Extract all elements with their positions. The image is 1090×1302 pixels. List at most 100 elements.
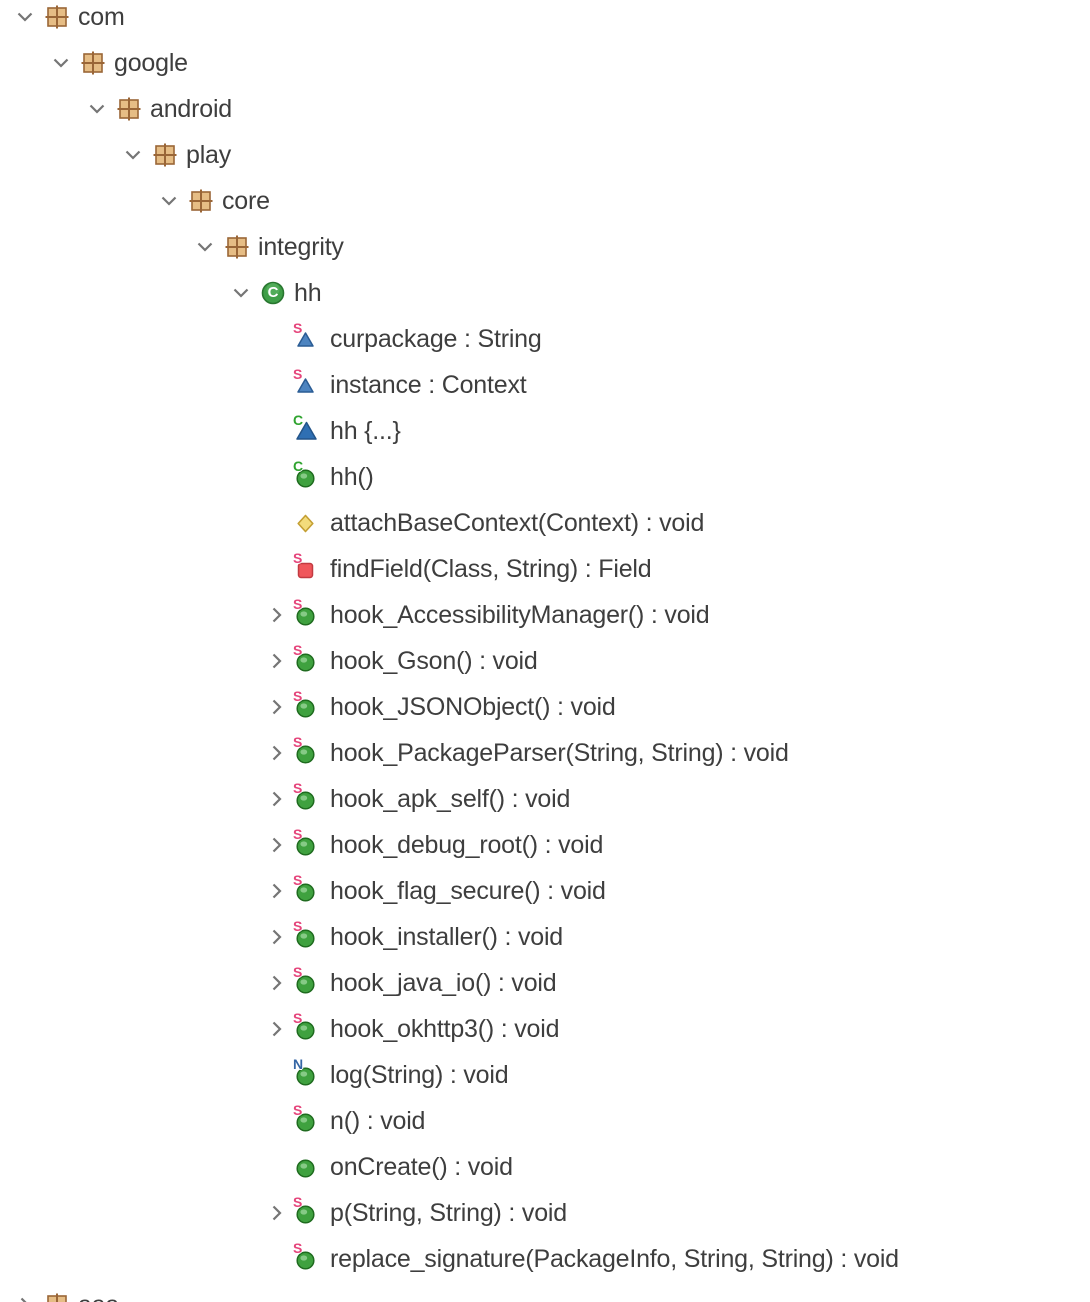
tree-row[interactable]: integrity	[0, 224, 1090, 270]
static-badge: S	[293, 780, 303, 796]
chevron-down-icon[interactable]	[158, 190, 188, 212]
static-badge: S	[293, 1010, 303, 1026]
tree-item-label[interactable]: log(String) : void	[330, 1060, 509, 1089]
method-public-static-icon: S	[293, 873, 322, 904]
tree-item-label[interactable]: aaa	[78, 1291, 119, 1302]
tree-item-label[interactable]: onCreate() : void	[330, 1152, 513, 1181]
tree-item-label[interactable]: hook_AccessibilityManager() : void	[330, 600, 710, 629]
tree-row[interactable]: google	[0, 40, 1090, 86]
method-public-static-icon: S	[293, 781, 322, 812]
chevron-down-icon[interactable]	[230, 282, 260, 304]
tree-item-label[interactable]: hook_JSONObject() : void	[330, 692, 616, 721]
chevron-right-icon[interactable]	[266, 880, 296, 902]
tree-item-label[interactable]: hh()	[330, 462, 374, 491]
chevron-right-icon[interactable]	[266, 742, 296, 764]
tree-item-label[interactable]: p(String, String) : void	[330, 1198, 567, 1227]
tree-item-label[interactable]: com	[78, 2, 125, 31]
method-public-static-icon: S	[293, 1011, 322, 1042]
chevron-right-icon[interactable]	[266, 1202, 296, 1224]
static-badge: S	[293, 918, 303, 934]
tree-item-label[interactable]: hook_debug_root() : void	[330, 830, 604, 859]
tree-row[interactable]: com	[0, 0, 1090, 40]
method-public-icon	[296, 1154, 322, 1180]
tree-row[interactable]: attachBaseContext(Context) : void	[0, 500, 1090, 546]
method-protected-icon	[296, 510, 322, 536]
chevron-down-icon[interactable]	[194, 236, 224, 258]
tree-item-label[interactable]: attachBaseContext(Context) : void	[330, 508, 705, 537]
static-badge: S	[293, 320, 303, 336]
tree-item-label[interactable]: n() : void	[330, 1106, 426, 1135]
tree-item-label[interactable]: instance : Context	[330, 370, 527, 399]
chevron-down-icon[interactable]	[86, 98, 116, 120]
tree-item-label[interactable]: hook_flag_secure() : void	[330, 876, 606, 905]
tree-item-label[interactable]: android	[150, 94, 232, 123]
package-icon	[44, 4, 70, 30]
tree-item-label[interactable]: hook_PackageParser(String, String) : voi…	[330, 738, 789, 767]
method-public-static-icon: S	[293, 1195, 322, 1226]
chevron-right-icon[interactable]	[14, 1294, 44, 1302]
chevron-right-icon[interactable]	[266, 696, 296, 718]
native-badge: N	[293, 1056, 304, 1072]
expander-spacer	[266, 466, 296, 488]
tree-row[interactable]: play	[0, 132, 1090, 178]
tree-item-label[interactable]: hh {...}	[330, 416, 401, 445]
expander-spacer	[266, 1110, 296, 1132]
chevron-right-icon[interactable]	[266, 1018, 296, 1040]
tree-item-label[interactable]: hh	[294, 278, 322, 307]
tree-item-label[interactable]: replace_signature(PackageInfo, String, S…	[330, 1244, 899, 1273]
tree-item-label[interactable]: curpackage : String	[330, 324, 542, 353]
tree-item-label[interactable]: findField(Class, String) : Field	[330, 554, 652, 583]
tree-row[interactable]: core	[0, 178, 1090, 224]
chevron-right-icon[interactable]	[266, 834, 296, 856]
tree-item-label[interactable]: hook_apk_self() : void	[330, 784, 571, 813]
expander-spacer	[266, 374, 296, 396]
expander-spacer	[266, 1156, 296, 1178]
chevron-right-icon[interactable]	[266, 650, 296, 672]
tree-row[interactable]: android	[0, 86, 1090, 132]
tree-item-label[interactable]: play	[186, 140, 232, 169]
expander-spacer	[266, 1064, 296, 1086]
chevron-right-icon[interactable]	[266, 604, 296, 626]
chevron-down-icon[interactable]	[14, 6, 44, 28]
chevron-right-icon[interactable]	[266, 926, 296, 948]
tree-row[interactable]: aaa	[0, 1282, 1090, 1302]
tree-item-label[interactable]: google	[114, 48, 188, 77]
tree-item-label[interactable]: hook_installer() : void	[330, 922, 564, 951]
method-public-static-icon: S	[293, 965, 322, 996]
chevron-down-icon[interactable]	[122, 144, 152, 166]
tree-item-label[interactable]: hook_Gson() : void	[330, 646, 538, 675]
chevron-right-icon[interactable]	[266, 788, 296, 810]
tree-item-label[interactable]: core	[222, 186, 270, 215]
tree-row[interactable]: onCreate() : void	[0, 1144, 1090, 1190]
tree-item-label[interactable]: hook_java_io() : void	[330, 968, 557, 997]
expander-spacer	[266, 512, 296, 534]
chevron-down-icon[interactable]	[50, 52, 80, 74]
tree-item-label[interactable]: hook_okhttp3() : void	[330, 1014, 560, 1043]
method-public-static-icon: S	[293, 643, 322, 674]
tree-item-label[interactable]: integrity	[258, 232, 344, 261]
method-native-icon: N	[293, 1057, 322, 1088]
static-badge: S	[293, 596, 303, 612]
chevron-right-icon[interactable]	[266, 972, 296, 994]
expander-spacer	[266, 420, 296, 442]
